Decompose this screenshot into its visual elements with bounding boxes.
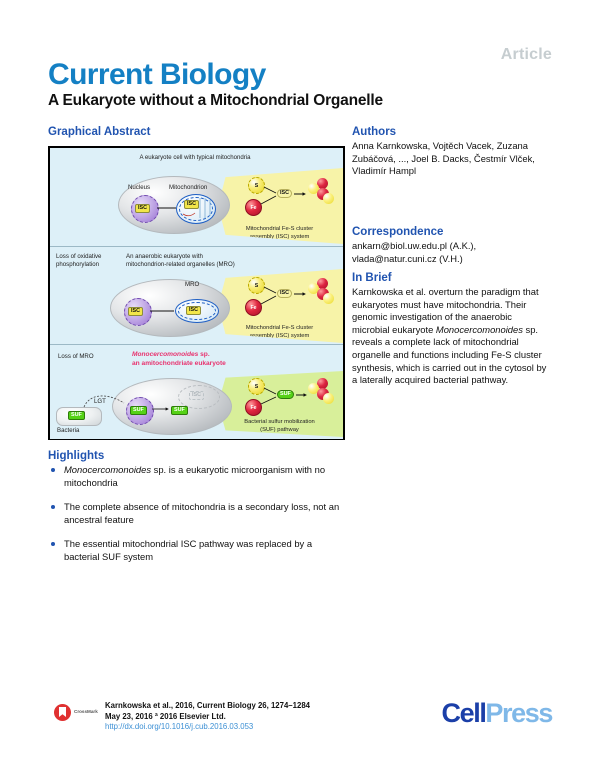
correspondence-heading: Correspondence (352, 226, 444, 238)
isc-enzyme-tag: ISC (277, 289, 292, 298)
highlight-genus: Monocercomonoides (64, 464, 152, 475)
panel1-title: A eukaryote cell with typical mitochondr… (139, 154, 251, 161)
correspondence-emails[interactable]: ankarn@biol.uw.edu.pl (A.K.), vlada@natu… (352, 240, 477, 264)
bullet-icon (51, 542, 55, 547)
list-item: The complete absence of mitochondria is … (48, 501, 348, 526)
nucleus-suf-tag: SUF (130, 406, 147, 415)
panel2-isc-pathway-box: S Fe ISC Mitochondrial Fe-S (218, 269, 343, 343)
crossmark-icon[interactable] (54, 704, 71, 721)
nucleus-label: Nucleus (128, 184, 151, 191)
in-brief-heading: In Brief (352, 272, 392, 284)
highlight-text: The complete absence of mitochondria is … (64, 501, 340, 525)
in-brief-part2: sp. reveals a complete lack of mitochond… (352, 323, 547, 386)
panel1-caption: Mitochondrial Fe-S cluster assembly (ISC… (245, 226, 314, 240)
panel3-title: Monocercomonoides sp. an amitochondriate… (132, 351, 226, 367)
list-item: The essential mitochondrial ISC pathway … (48, 538, 348, 563)
panel3-caption: Bacterial sulfur mobilization (SUF) path… (244, 419, 315, 433)
author-list: Anna Karnkowska, Vojtěch Vacek, Zuzana Z… (352, 140, 535, 177)
in-brief-part1: Karnkowska et al. overturn the paradigm … (352, 286, 539, 335)
lost-mro-ghost (178, 385, 220, 409)
page-title: A Eukaryote without a Mitochondrial Orga… (48, 92, 383, 109)
cellpress-cell: Cell (441, 698, 487, 728)
figure-panel-typical-mitochondria: A eukaryote cell with typical mitochondr… (50, 148, 343, 246)
cellpress-logo: CellPress (441, 698, 554, 729)
panel2-caption: Mitochondrial Fe-S cluster assembly (ISC… (245, 325, 314, 339)
highlight-text: The essential mitochondrial ISC pathway … (64, 538, 313, 562)
article-type-label: Article (500, 46, 552, 63)
nucleus-isc-tag: ISC (128, 307, 143, 316)
journal-name: Current Biology (48, 58, 266, 91)
bacteria-label: Bacteria (57, 427, 80, 434)
nucleus-isc-tag: ISC (135, 204, 150, 213)
highlights-heading: Highlights (48, 450, 105, 462)
figure-panel-mro: Loss of oxidative phosphorylation An ana… (50, 246, 343, 344)
sulfur-sphere: S (248, 277, 265, 294)
mro-label: MRO (185, 281, 200, 288)
iron-sphere: Fe (245, 299, 262, 316)
list-item: Monocercomonoides sp. is a eukaryotic mi… (48, 464, 348, 489)
cellpress-press: Press (485, 698, 553, 728)
graphical-abstract-figure: A eukaryote cell with typical mitochondr… (48, 146, 345, 440)
bacteria-suf-tag: SUF (68, 411, 85, 420)
suf-enzyme-tag: SUF (277, 390, 294, 399)
mro-isc-tag: ISC (186, 306, 201, 315)
crossmark-label: CrossMark (74, 709, 98, 714)
mitochondrion-1 (176, 194, 216, 224)
bullet-icon (51, 468, 55, 472)
ghost-isc-tag: ISC (189, 391, 204, 400)
lgt-label: LGT (94, 398, 106, 405)
panel2-title: An anaerobic eukaryote with mitochondrio… (126, 253, 235, 268)
doi-link[interactable]: http://dx.doi.org/10.1016/j.cub.2016.03.… (105, 722, 254, 731)
panel3-suf-pathway-box: S Fe SUF Bacterial sulfur mo (218, 371, 343, 437)
sulfur-sphere: S (248, 177, 265, 194)
figure-panel-amitochondriate: Loss of MRO Monocercomonoides sp. an ami… (50, 344, 343, 439)
authors-heading: Authors (352, 126, 397, 138)
sulfur-sphere: S (248, 378, 265, 395)
citation-block: Karnkowska et al., 2016, Current Biology… (105, 701, 310, 733)
panel2-side-label: Loss of oxidative phosphorylation (56, 253, 102, 268)
in-brief-genus: Monocercomonoides (435, 323, 523, 335)
panel1-isc-pathway-box: S Fe ISC Mitochondrial Fe-S (218, 168, 343, 244)
cytosol-suf-tag: SUF (171, 406, 188, 415)
mitochondrion-isc-tag: ISC (184, 200, 199, 209)
in-brief-text: Karnkowska et al. overturn the paradigm … (352, 286, 552, 387)
highlights-list: Monocercomonoides sp. is a eukaryotic mi… (48, 464, 348, 576)
citation-line-2: May 23, 2016 ª 2016 Elsevier Ltd. (105, 711, 226, 721)
iron-sphere: Fe (245, 199, 262, 216)
graphical-abstract-heading: Graphical Abstract (48, 126, 151, 138)
highlight-text: sp. is a eukaryotic microorganism with n… (64, 464, 326, 488)
panel3-side-label: Loss of MRO (58, 353, 94, 360)
mitochondrion-label: Mitochondrion (169, 184, 208, 191)
iron-sphere: Fe (245, 399, 262, 416)
bullet-icon (51, 505, 55, 510)
isc-enzyme-tag: ISC (277, 189, 292, 198)
citation-line-1: Karnkowska et al., 2016, Current Biology… (105, 701, 310, 710)
